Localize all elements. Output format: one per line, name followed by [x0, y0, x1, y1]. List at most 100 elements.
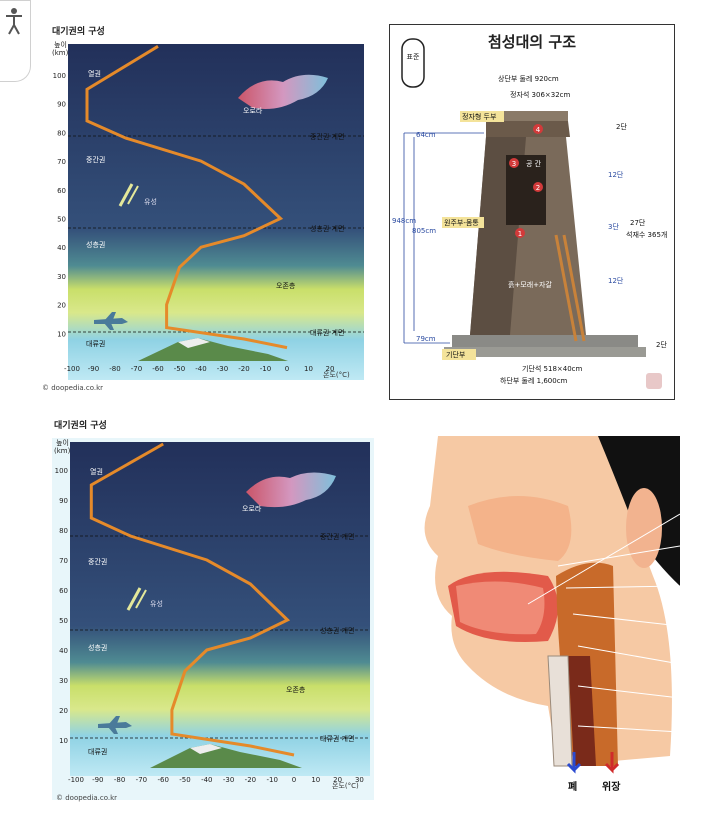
- stratopause-label: 성층권 계면: [310, 224, 344, 233]
- y-axis-label: 높이: [54, 40, 67, 49]
- callout-box: [460, 111, 504, 122]
- aurora-icon: [246, 472, 336, 508]
- base-stone-label: 기단석 518×40cm: [522, 364, 583, 373]
- fill-material-label: 흙+모래+자갈: [508, 280, 552, 289]
- y-tick-label: 50: [57, 216, 66, 224]
- y-axis-label: 높이: [56, 438, 69, 447]
- x-axis-label: 온도(°C): [332, 782, 359, 790]
- mesopause-label: 중간권 계면: [320, 532, 354, 541]
- x-tick-label: 0: [292, 776, 296, 784]
- thermosphere-label: 열권: [88, 70, 101, 78]
- mesosphere-label: 중간권: [88, 557, 107, 566]
- x-tick-label: -20: [245, 776, 256, 784]
- meteor-label: 유성: [144, 197, 157, 206]
- height-total-label: 948cm: [392, 217, 416, 225]
- y-tick-label: 20: [59, 707, 68, 715]
- x-tick-label: -50: [174, 365, 185, 373]
- meteor-icon: [126, 587, 147, 611]
- seal-text: 표준: [407, 53, 420, 61]
- callout-box: [442, 217, 484, 228]
- height-base-label: 79cm: [416, 335, 436, 343]
- svg-text:3: 3: [512, 160, 516, 168]
- x-tick-label: -10: [266, 776, 277, 784]
- y-axis-unit: (km): [54, 447, 71, 455]
- stomach-arrow-icon: [604, 752, 620, 774]
- svg-text:1: 1: [518, 230, 522, 238]
- height-top-label: 64cm: [416, 131, 436, 139]
- ozone-label: 오존층: [276, 281, 296, 290]
- tropopause-label: 대류권 계면: [310, 328, 344, 337]
- x-tick-label: -40: [195, 365, 206, 373]
- jeongja-top-label: 정자형 두부: [462, 112, 497, 121]
- y-tick-label: 40: [59, 647, 68, 655]
- y-tick-label: 60: [59, 587, 68, 595]
- stratosphere-label: 성층권: [86, 240, 105, 249]
- callout-box: [442, 349, 476, 360]
- x-tick-label: 0: [285, 365, 289, 373]
- troposphere-label: 대류권: [88, 748, 107, 756]
- aurora-label: 오로라: [242, 504, 262, 513]
- upper-12-tiers-label: 12단: [608, 170, 624, 179]
- y-tick-label: 10: [59, 737, 68, 745]
- standard-seal: [401, 38, 425, 88]
- stratopause-label: 성층권 계면: [320, 626, 354, 635]
- dimension-lines: [403, 132, 484, 344]
- aurora-icon: [238, 74, 328, 109]
- y-tick-label: 70: [59, 557, 68, 565]
- meteor-label: 유성: [150, 599, 163, 608]
- x-axis-label: 온도(°C): [323, 371, 350, 379]
- 3-tiers-label: 3단: [608, 222, 619, 231]
- marker-2: [533, 182, 543, 192]
- y-tick-label: 20: [57, 302, 66, 310]
- lung-label: 폐: [568, 780, 577, 793]
- temperature-profile-line: [89, 442, 295, 757]
- x-tick-label: 30: [355, 776, 364, 784]
- x-tick-label: 10: [311, 776, 320, 784]
- mesopause-label: 중간권 계면: [310, 132, 344, 141]
- temperature-profile-line: [85, 45, 288, 350]
- meteor-icon: [118, 183, 139, 207]
- lower-12-tiers-label: 12단: [608, 276, 624, 285]
- svg-text:2: 2: [536, 184, 540, 192]
- accessibility-button[interactable]: [0, 0, 31, 82]
- x-tick-label: -100: [68, 776, 84, 784]
- y-tick-label: 100: [55, 467, 68, 475]
- chart-title: 대기권의 구성: [52, 25, 105, 37]
- x-tick-label: -80: [109, 365, 120, 373]
- airplane-icon: [98, 716, 132, 734]
- head-throat-diagram: 폐 위장: [408, 436, 681, 798]
- x-tick-label: -20: [238, 365, 249, 373]
- x-tick-label: -80: [114, 776, 125, 784]
- credit-text: © doopedia.co.kr: [56, 794, 117, 802]
- height-body-label: 805cm: [412, 227, 436, 235]
- callout-lines: [527, 513, 681, 733]
- stratosphere-label: 성층권: [88, 643, 107, 652]
- y-tick-label: 50: [59, 617, 68, 625]
- cheomseongdae-panel: 첨성대의 구조 표준 4 3 2 1 공 간 흙+모래+자갈 상단부 둘레 92…: [389, 24, 675, 400]
- ear: [626, 488, 662, 568]
- bottom-circumference-label: 하단부 둘레 1,600cm: [500, 376, 568, 385]
- diagram-title: 첨성대의 구조: [488, 33, 576, 51]
- marker-1: [515, 228, 525, 238]
- tongue-surface: [456, 581, 545, 635]
- base-2-tiers-label: 2단: [656, 340, 667, 349]
- mountain-icon: [138, 338, 288, 361]
- chart-title: 대기권의 구성: [54, 419, 107, 431]
- credit-text: © doopedia.co.kr: [42, 384, 103, 392]
- top-2-tiers-label: 2단: [616, 122, 627, 131]
- space-label: 공 간: [526, 159, 542, 168]
- x-tick-label: -60: [152, 365, 163, 373]
- x-tick-label: -50: [179, 776, 190, 784]
- y-tick-label: 70: [57, 158, 66, 166]
- cheomseongdae-diagram: 첨성대의 구조 표준 4 3 2 1 공 간 흙+모래+자갈 상단부 둘레 92…: [392, 33, 667, 389]
- x-tick-label: -60: [157, 776, 168, 784]
- x-tick-label: -100: [64, 365, 80, 373]
- x-tick-label: -70: [136, 776, 147, 784]
- x-tick-label: 10: [304, 365, 313, 373]
- cylinder-body-label: 원주부-몸통: [444, 218, 479, 227]
- snowcap: [190, 744, 222, 754]
- x-tick-label: 20: [333, 776, 342, 784]
